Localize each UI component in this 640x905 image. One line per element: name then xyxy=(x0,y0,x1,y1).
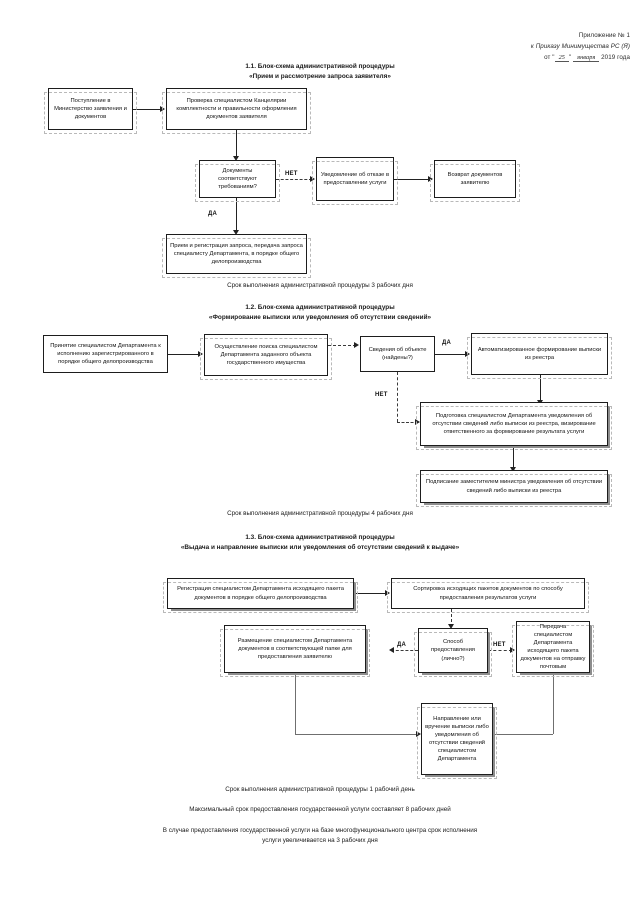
connector-check-to-decision xyxy=(236,130,237,159)
edge-label-yes-1-2: ДА xyxy=(441,340,453,346)
date-day-handwritten: 25 xyxy=(554,54,569,62)
connector-refusal-to-return xyxy=(394,179,430,180)
section-1-1-title-line2: «Прием и рассмотрение запроса заявителя» xyxy=(249,73,391,80)
arrowhead-start-to-check xyxy=(160,106,165,112)
connector-1-2-prepare-to-sign xyxy=(513,446,514,470)
section-1-2-title-line2: «Формирование выписки или уведомления об… xyxy=(208,314,432,321)
arrowhead-1-2-decision-no xyxy=(415,419,420,425)
section-1-2-term: Срок выполнения административной процеду… xyxy=(227,510,413,517)
section-1-1-title-line1: 1.1. Блок-схема административной процеду… xyxy=(245,63,395,70)
arrowhead-1-2-prepare-to-sign xyxy=(510,467,516,472)
node-1-3-place: Размещение специалистом Департамента док… xyxy=(220,625,370,677)
date-month-handwritten: января xyxy=(573,54,600,62)
arrowhead-check-to-decision xyxy=(233,156,239,161)
node-1-2-prepare: Подготовка специалистом Департамента уве… xyxy=(416,402,612,450)
arrowhead-decision-yes xyxy=(233,230,239,235)
connector-decision-yes xyxy=(236,198,237,233)
edge-label-no-1-2: НЕТ xyxy=(374,392,389,398)
arrowhead-1-2-start-to-search xyxy=(198,351,203,357)
arrowhead-1-3-sort-to-decision xyxy=(448,624,454,629)
connector-1-2-decision-yes xyxy=(435,354,467,355)
order-date-line: от "25" января 2019 года xyxy=(544,53,630,62)
section-1-3-title-line1: 1.3. Блок-схема административной процеду… xyxy=(245,534,395,541)
node-1-1-accept: Прием и регистрация запроса, передача за… xyxy=(162,234,311,278)
arrowhead-1-3-place-to-deliver xyxy=(416,731,421,737)
connector-1-2-start-to-search xyxy=(168,354,200,355)
arrowhead-decision-no xyxy=(310,176,315,182)
arrowhead-1-3-decision-yes xyxy=(389,647,394,653)
mfc-note-line1: В случае предоставления государственной … xyxy=(162,827,478,834)
connector-1-3-sort-to-decision xyxy=(451,609,452,627)
connector-1-3-decision-no xyxy=(488,650,512,651)
connector-start-to-check xyxy=(133,109,161,110)
edge-label-no-1-3: НЕТ xyxy=(492,642,507,648)
node-1-2-decision: Сведения об объекте (найдены?) xyxy=(360,336,435,372)
section-1-2-title: 1.2. Блок-схема административной процеду… xyxy=(0,303,640,323)
edge-label-no-1-1: НЕТ xyxy=(284,171,299,177)
section-1-1-title: 1.1. Блок-схема административной процеду… xyxy=(0,62,640,82)
date-year: 2019 года xyxy=(601,54,630,61)
connector-1-3-mail-left xyxy=(494,734,553,735)
connector-1-3-place-right xyxy=(295,734,419,735)
arrowhead-1-3-register-to-sort xyxy=(385,590,390,596)
node-1-2-start: Принятие специалистом Департамента к исп… xyxy=(43,335,168,373)
node-1-2-auto: Автоматизированное формирование выписки … xyxy=(467,333,612,379)
connector-1-2-search-to-decision xyxy=(328,345,356,346)
node-1-1-check: Проверка специалистом Канцелярии комплек… xyxy=(162,88,311,134)
node-1-3-deliver: Направление или вручение выписки либо ув… xyxy=(417,703,497,779)
date-quote: " xyxy=(569,54,572,61)
connector-1-2-auto-to-prepare xyxy=(540,375,541,403)
node-1-3-register: Регистрация специалистом Департамента ис… xyxy=(163,578,358,613)
connector-decision-no xyxy=(276,179,312,180)
appendix-label: Приложение № 1 xyxy=(578,32,630,39)
arrowhead-1-2-decision-yes xyxy=(465,351,470,357)
section-1-2-title-line1: 1.2. Блок-схема административной процеду… xyxy=(245,304,395,311)
node-1-1-refusal: Уведомление об отказе в предоставлении у… xyxy=(312,157,398,205)
arrowhead-refusal-to-return xyxy=(428,176,433,182)
order-reference: к Приказу Минимущества РС (Я) xyxy=(530,43,630,50)
edge-label-yes-1-1: ДА xyxy=(207,211,219,217)
section-1-1-term: Срок выполнения административной процеду… xyxy=(227,282,413,289)
connector-1-3-register-to-sort xyxy=(354,593,387,594)
node-1-1-decision: Документы соответствуют требованиям? xyxy=(195,160,280,202)
arrowhead-1-2-search-to-decision xyxy=(354,342,359,348)
connector-1-3-place-down xyxy=(295,673,296,734)
node-1-2-search: Осуществление поиска специалистом Департ… xyxy=(200,334,332,380)
max-term-note: Максимальный срок предоставления государ… xyxy=(189,806,451,813)
connector-1-2-decision-no-down xyxy=(397,372,398,422)
connector-1-2-decision-no-right xyxy=(397,422,418,423)
section-1-3-title: 1.3. Блок-схема административной процеду… xyxy=(0,533,640,553)
node-1-3-sort: Сортировка исходящих пакетов документов … xyxy=(387,578,589,613)
connector-1-3-mail-down xyxy=(553,673,554,734)
node-1-1-start: Поступление в Министерство заявления и д… xyxy=(44,88,137,134)
section-1-3-term: Срок выполнения административной процеду… xyxy=(225,786,415,793)
mfc-note-line2: услуги увеличивается на 3 рабочих дня xyxy=(262,837,378,844)
node-1-1-return: Возврат документов заявителю xyxy=(430,160,520,202)
edge-label-yes-1-3: ДА xyxy=(396,642,408,648)
section-1-3-title-line2: «Выдача и направление выписки или уведом… xyxy=(180,544,460,551)
arrowhead-1-3-decision-no xyxy=(510,647,515,653)
node-1-3-mail: Передача специалистом Департамента исход… xyxy=(512,621,594,677)
connector-1-3-decision-yes xyxy=(391,650,418,651)
node-1-2-sign: Подписание заместителем министра уведомл… xyxy=(416,470,612,507)
node-1-3-decision: Способ предоставления (лично?) xyxy=(414,628,492,677)
date-prefix: от " xyxy=(544,54,555,61)
